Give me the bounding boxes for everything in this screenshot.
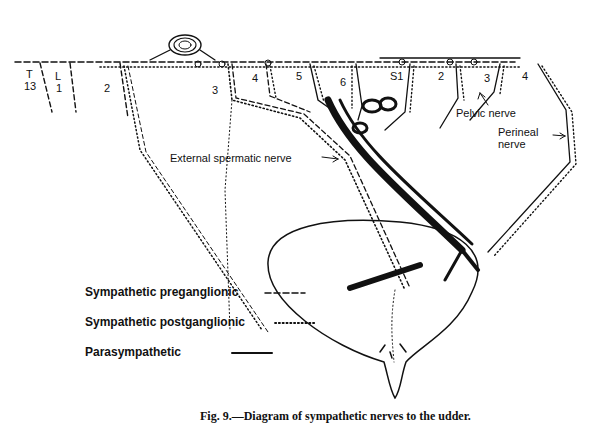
figure-caption: Fig. 9.—Diagram of sympathetic nerves to… xyxy=(200,410,471,422)
legend-text: Sympathetic preganglionic xyxy=(85,286,238,298)
nerve-label: External spermatic nerve xyxy=(170,152,292,164)
segment-number: L xyxy=(55,70,61,82)
legend-text: Parasympathetic xyxy=(85,346,181,358)
segment-number: S1 xyxy=(390,70,403,82)
segment-number: 2 xyxy=(104,82,110,94)
segment-number: 5 xyxy=(296,70,302,82)
nerve-label: Pelvic nerve xyxy=(456,107,516,119)
legend-text: Sympathetic postganglionic xyxy=(85,316,245,328)
segment-number: 4 xyxy=(252,72,258,84)
segment-number: 2 xyxy=(438,70,444,82)
nerve-label: Perineal nerve xyxy=(498,126,550,150)
segment-number: T xyxy=(26,68,33,80)
segment-number: 4 xyxy=(522,70,528,82)
segment-number: 6 xyxy=(340,76,346,88)
segment-number: 3 xyxy=(484,72,490,84)
segment-number: 3 xyxy=(212,84,218,96)
segment-number: 1 xyxy=(56,82,62,94)
segment-number: 13 xyxy=(24,80,36,92)
